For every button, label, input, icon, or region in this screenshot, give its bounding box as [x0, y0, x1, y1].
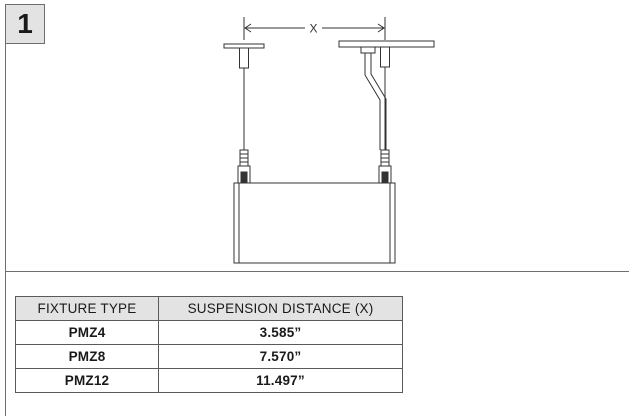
suspension-cables	[243, 67, 386, 150]
suspension-distance-table: FIXTURE TYPE SUSPENSION DISTANCE (X) PMZ…	[15, 296, 403, 393]
right-cable-gripper	[378, 149, 392, 184]
step-number-badge: 1	[5, 4, 45, 44]
left-cable-gripper	[237, 149, 251, 184]
fixture-type-cell: PMZ4	[15, 320, 159, 345]
fixture-type-cell: PMZ8	[15, 344, 159, 369]
table-row: PMZ8 7.570”	[15, 344, 403, 369]
fixture-body	[233, 182, 396, 264]
suspension-distance-cell: 7.570”	[158, 344, 403, 369]
suspension-distance-cell: 11.497”	[158, 368, 403, 393]
section-divider	[5, 271, 629, 272]
suspension-diagram: X	[223, 17, 435, 264]
table-row: PMZ4 3.585”	[15, 320, 403, 345]
frame-left-border	[5, 4, 6, 416]
suspension-distance-cell: 3.585”	[158, 320, 403, 345]
right-canopy	[338, 40, 435, 68]
table-header-row: FIXTURE TYPE SUSPENSION DISTANCE (X)	[15, 296, 403, 321]
step-number: 1	[17, 8, 33, 39]
fixture-type-cell: PMZ12	[15, 368, 159, 393]
table-row: PMZ12 11.497”	[15, 368, 403, 393]
left-canopy	[223, 43, 265, 69]
column-header-fixture-type: FIXTURE TYPE	[15, 296, 159, 321]
power-cord	[364, 53, 387, 150]
dimension-label: X	[309, 22, 317, 36]
column-header-suspension-distance: SUSPENSION DISTANCE (X)	[158, 296, 403, 321]
dimension-line	[243, 17, 386, 40]
